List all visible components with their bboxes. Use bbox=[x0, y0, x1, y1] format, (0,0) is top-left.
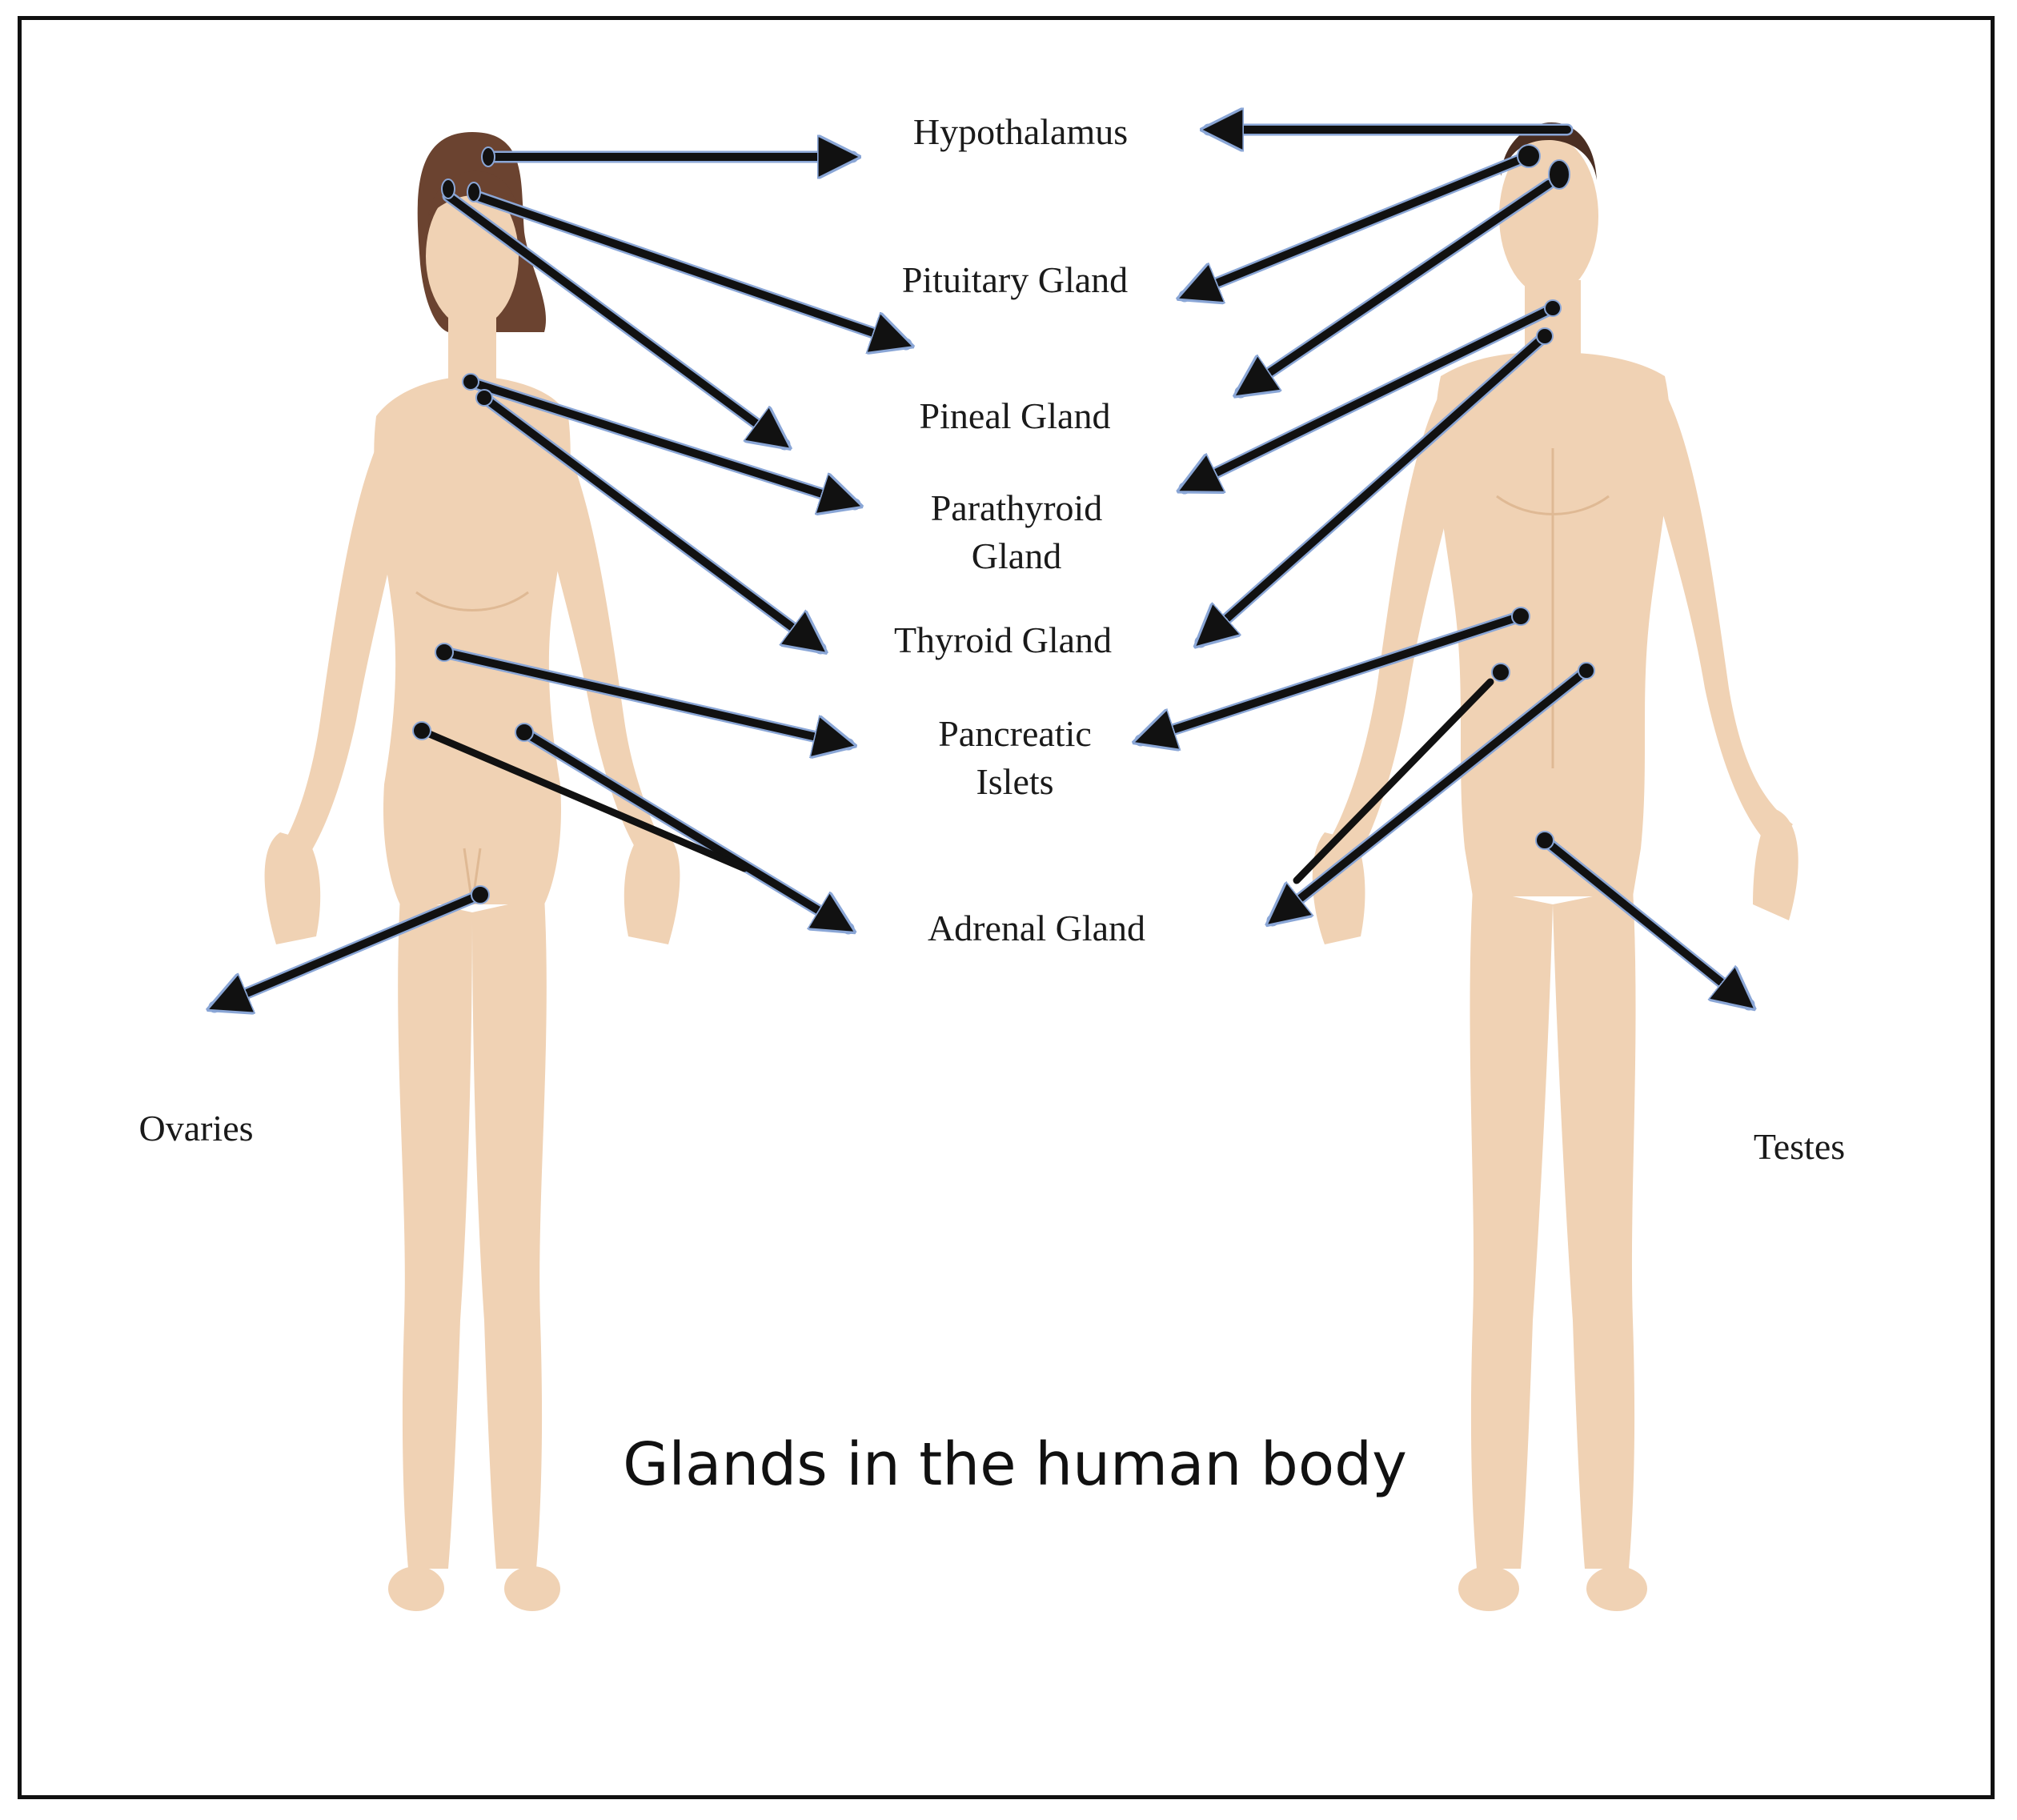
female-right-leg bbox=[472, 896, 547, 1569]
female-arrows bbox=[215, 157, 906, 1007]
label-testes: Testes bbox=[1754, 1126, 1845, 1167]
line-male-adrenal-2 bbox=[1293, 678, 1494, 884]
female-torso bbox=[374, 376, 571, 904]
label-pituitary-gland: Pituitary Gland bbox=[902, 259, 1128, 300]
male-head bbox=[1499, 136, 1598, 296]
gland-labels: Hypothalamus Pituitary Gland Pineal Glan… bbox=[138, 111, 1845, 1167]
label-pineal-gland: Pineal Gland bbox=[920, 395, 1111, 436]
label-parathyroid-gland-line1: Parathyroid bbox=[931, 487, 1103, 528]
label-hypothalamus: Hypothalamus bbox=[913, 111, 1128, 152]
label-ovaries: Ovaries bbox=[138, 1108, 253, 1149]
origin-dots bbox=[412, 144, 1595, 904]
label-pancreatic-islets-line2: Islets bbox=[976, 761, 1053, 802]
diagram-title: Glands in the human body bbox=[623, 1430, 1407, 1499]
label-pancreatic-islets-line1: Pancreatic bbox=[938, 713, 1092, 754]
male-arrows bbox=[1141, 130, 1749, 1004]
female-right-arm bbox=[540, 432, 664, 856]
female-figure bbox=[264, 132, 680, 1611]
label-thyroid-gland: Thyroid Gland bbox=[894, 619, 1112, 660]
label-adrenal-gland: Adrenal Gland bbox=[928, 908, 1145, 948]
male-right-arm bbox=[1645, 384, 1793, 848]
male-figure bbox=[1312, 122, 1798, 1611]
male-left-arm bbox=[1325, 384, 1465, 860]
diagram-frame bbox=[18, 16, 1995, 1799]
female-left-leg bbox=[398, 896, 472, 1569]
female-head bbox=[426, 184, 519, 328]
label-parathyroid-gland-line2: Gland bbox=[972, 535, 1061, 576]
male-hair bbox=[1501, 122, 1597, 180]
line-female-adrenal-2 bbox=[418, 727, 748, 872]
male-right-leg bbox=[1553, 888, 1636, 1569]
male-left-leg bbox=[1470, 888, 1553, 1569]
female-left-arm bbox=[280, 432, 404, 856]
